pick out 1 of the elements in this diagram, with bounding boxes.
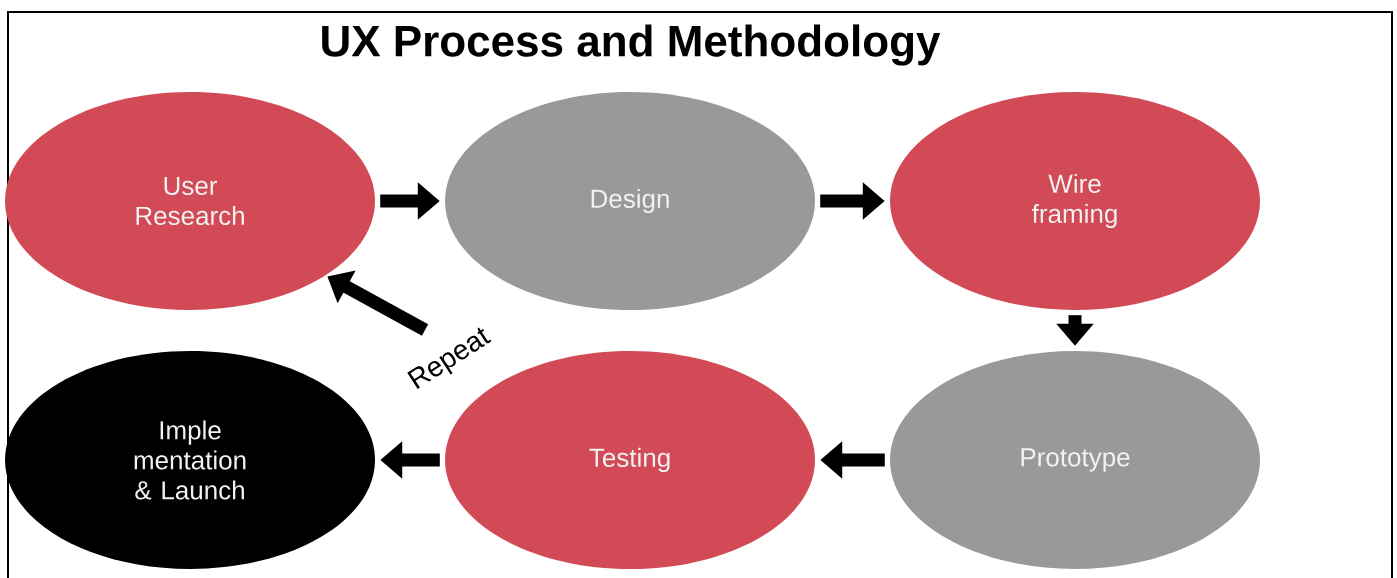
title: UX Process and Methodology [322, 24, 941, 66]
